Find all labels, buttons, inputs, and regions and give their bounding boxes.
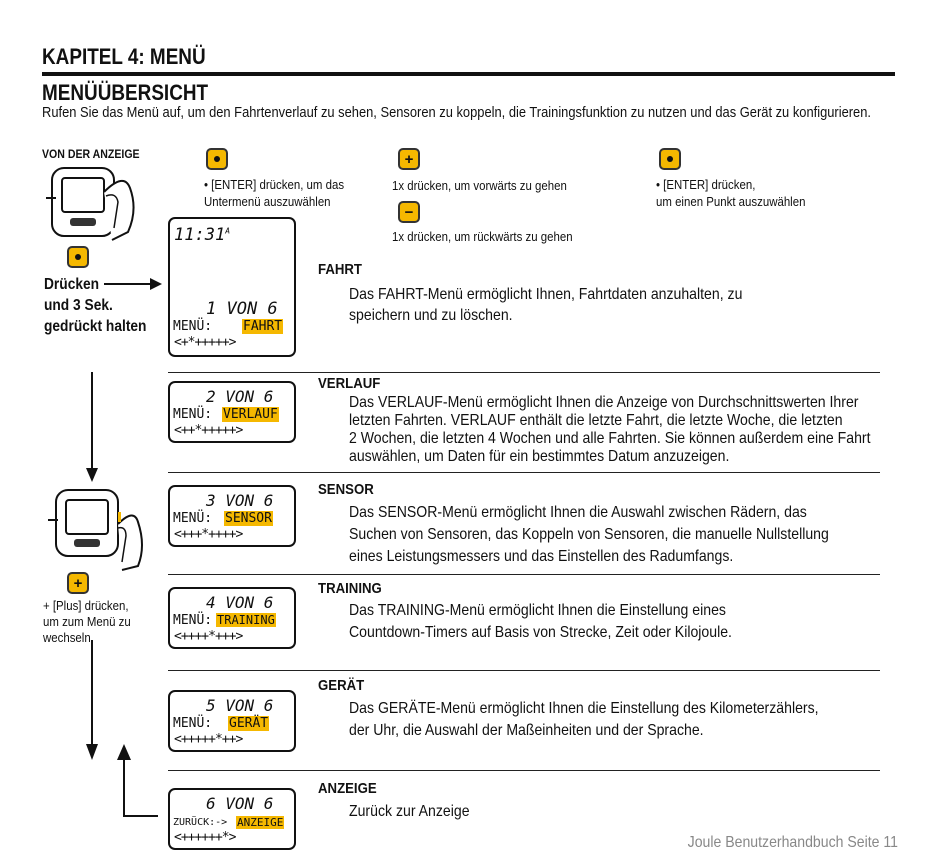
- press-hold-instruction: Drücken und 3 Sek. gedrückt halten: [44, 276, 147, 335]
- return-arrow-icon: [117, 744, 158, 817]
- menu-title-fahrt: FAHRT: [318, 261, 362, 278]
- lcd-menu-value: FAHRT: [242, 319, 284, 334]
- lcd-scrollbar: <++++*+++>: [174, 629, 243, 644]
- menu-title-geraet: GERÄT: [318, 677, 365, 694]
- menu-desc-sensor: Das SENSOR-Menü ermöglicht Ihnen die Aus…: [349, 504, 829, 565]
- lcd-menu-label: MENÜ:: [173, 407, 213, 422]
- menu-title-sensor: SENSOR: [318, 481, 374, 498]
- minus-back-legend: 1x drücken, um rückwärts zu gehen: [392, 229, 573, 244]
- section-divider: [168, 472, 880, 473]
- lcd-screen-geraet: 5 VON 6 MENÜ: GERÄT <+++++*++>: [168, 690, 296, 752]
- section-divider: [168, 372, 880, 373]
- lcd-menu-value: SENSOR: [224, 511, 273, 526]
- lcd-counter: 4 VON 6: [206, 593, 274, 612]
- menu-desc-training: Das TRAINING-Menü ermöglicht Ihnen die E…: [349, 602, 732, 641]
- menu-desc-geraet: Das GERÄTE-Menü ermöglicht Ihnen die Ein…: [349, 700, 819, 739]
- section-divider: [168, 574, 880, 575]
- lcd-screen-verlauf: 2 VON 6 MENÜ: VERLAUF <++*+++++>: [168, 381, 296, 443]
- device-illustration-top: [42, 162, 142, 242]
- header-rule: [42, 72, 895, 76]
- lcd-screen-training: 4 VON 6 MENÜ: TRAINING <++++*+++>: [168, 587, 296, 649]
- lcd-menu-label: MENÜ:: [173, 613, 213, 628]
- lcd-scrollbar: <+*+++++>: [174, 335, 236, 350]
- lcd-counter: 6 VON 6: [206, 794, 274, 813]
- plus-caption: + [Plus] drücken, um zum Menü zu wechsel…: [43, 598, 131, 645]
- lcd-scrollbar: <+++++*++>: [174, 732, 243, 747]
- lcd-screen-fahrt: 11:31A 1 VON 6 MENÜ: FAHRT <+*+++++>: [168, 217, 296, 357]
- lcd-screen-sensor: 3 VON 6 MENÜ: SENSOR <+++*++++>: [168, 485, 296, 547]
- section-title: MENÜÜBERSICHT: [42, 80, 209, 105]
- lcd-counter: 5 VON 6: [206, 696, 274, 715]
- enter-button-icon: [659, 148, 681, 170]
- menu-title-training: TRAINING: [318, 580, 382, 597]
- lcd-counter: 2 VON 6: [206, 387, 274, 406]
- lcd-menu-value: GERÄT: [228, 716, 270, 731]
- plus-forward-legend: 1x drücken, um vorwärts zu gehen: [392, 178, 567, 193]
- menu-title-anzeige: ANZEIGE: [318, 780, 377, 797]
- menu-title-verlauf: VERLAUF: [318, 375, 381, 392]
- section-divider: [168, 770, 880, 771]
- lcd-menu-value: ANZEIGE: [236, 816, 285, 829]
- arrow-down-icon: [86, 372, 98, 482]
- lcd-scrollbar: <++++++*>: [174, 830, 236, 845]
- lcd-counter: 1 VON 6: [206, 299, 278, 319]
- enter-item-legend: • [ENTER] drücken, um einen Punkt auszuw…: [656, 177, 806, 209]
- lcd-scrollbar: <++*+++++>: [174, 423, 243, 438]
- lcd-menu-label: MENÜ:: [173, 511, 213, 526]
- chapter-title: KAPITEL 4: MENÜ: [42, 44, 206, 69]
- lcd-counter: 3 VON 6: [206, 491, 274, 510]
- enter-submenu-legend: • [ENTER] drücken, um das Untermenü ausz…: [204, 177, 345, 209]
- enter-button-icon: [67, 246, 89, 268]
- intro-text: Rufen Sie das Menü auf, um den Fahrtenve…: [42, 104, 871, 121]
- lcd-menu-value: VERLAUF: [222, 407, 279, 422]
- lcd-clock: 11:31A: [174, 225, 231, 245]
- lcd-menu-label: ZURÜCK:->: [173, 817, 228, 828]
- lcd-menu-value: TRAINING: [216, 613, 276, 627]
- page-footer: Joule Benutzerhandbuch Seite 11: [687, 834, 898, 851]
- arrow-down-icon: [86, 640, 98, 760]
- lcd-screen-anzeige: 6 VON 6 ZURÜCK:-> ANZEIGE <++++++*>: [168, 788, 296, 850]
- from-display-label: VON DER ANZEIGE: [42, 147, 140, 161]
- lcd-menu-label: MENÜ:: [173, 319, 213, 334]
- plus-button-icon: +: [398, 148, 420, 170]
- arrow-right-icon: [104, 278, 162, 290]
- lcd-scrollbar: <+++*++++>: [174, 527, 243, 542]
- minus-button-icon: −: [398, 201, 420, 223]
- lcd-menu-label: MENÜ:: [173, 716, 213, 731]
- menu-desc-verlauf: Das VERLAUF-Menü ermöglicht Ihnen die An…: [349, 394, 871, 465]
- menu-desc-fahrt: Das FAHRT-Menü ermöglicht Ihnen, Fahrtda…: [349, 286, 743, 324]
- menu-desc-anzeige: Zurück zur Anzeige: [349, 803, 470, 820]
- device-illustration-middle: [42, 482, 152, 572]
- plus-button-icon: +: [67, 572, 89, 594]
- enter-button-icon: [206, 148, 228, 170]
- section-divider: [168, 670, 880, 671]
